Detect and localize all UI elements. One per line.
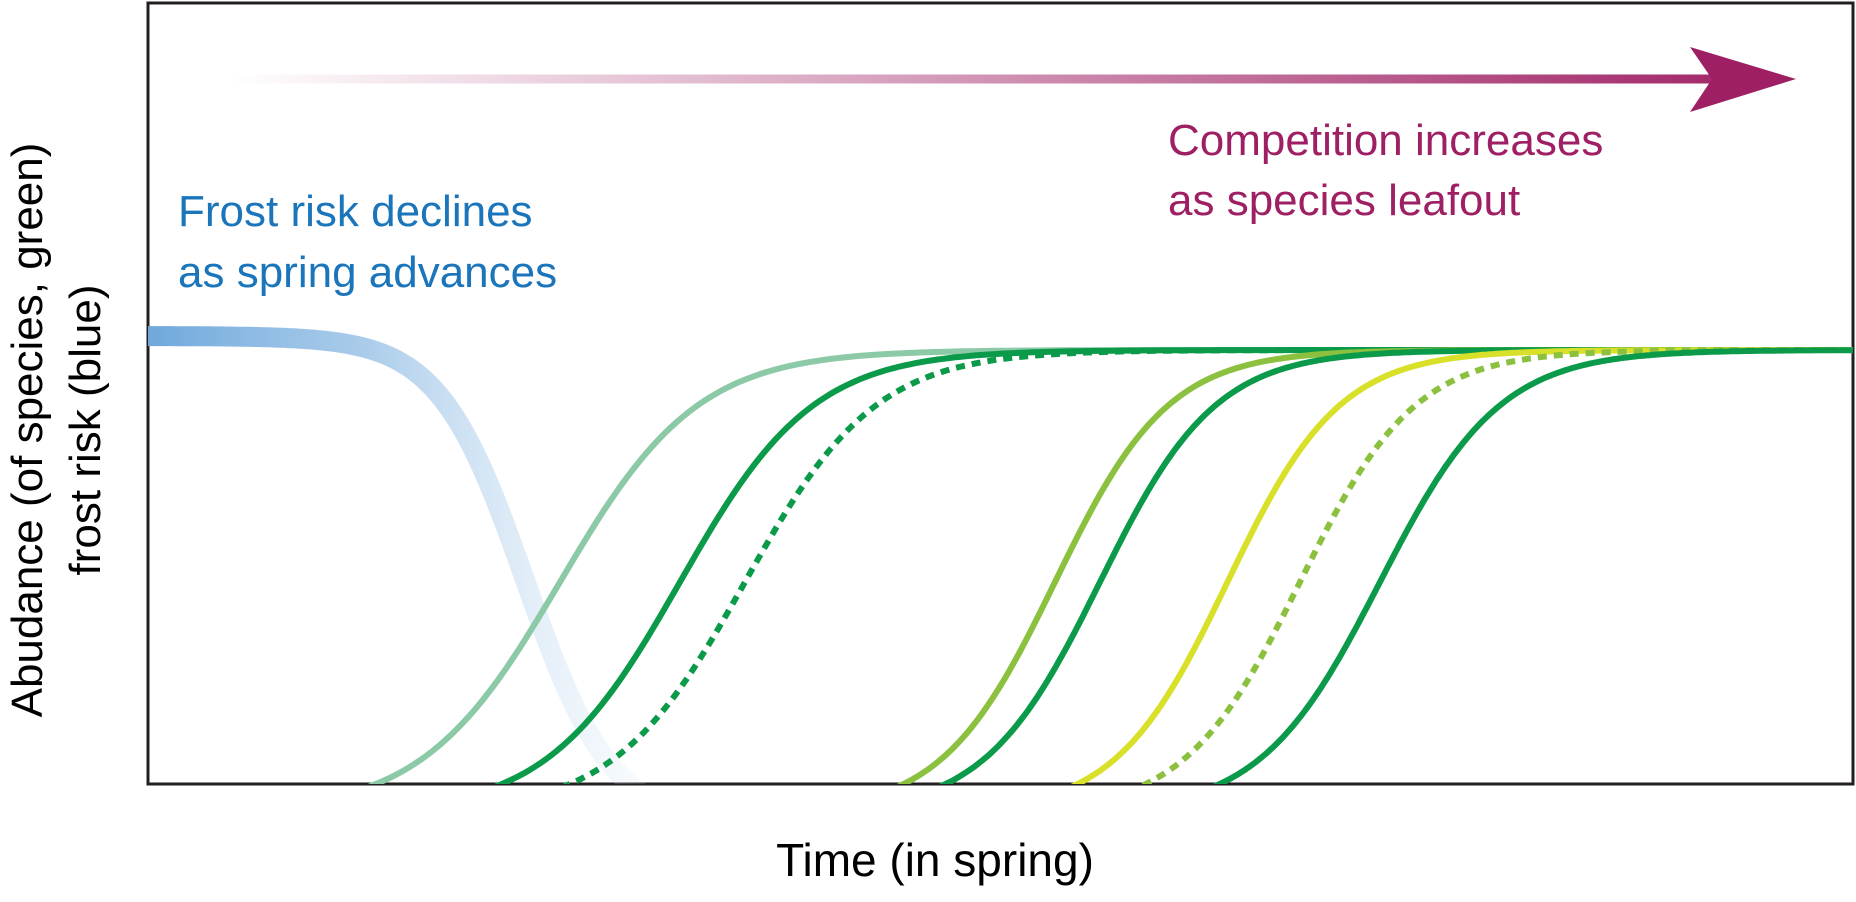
curves-group <box>148 326 1853 784</box>
plot-frame <box>146 1 1855 786</box>
species-curve-6 <box>1070 347 1853 784</box>
frost-annotation: Frost risk declines as spring advances <box>178 187 557 297</box>
competition-arrow <box>230 47 1796 112</box>
species-curve-8 <box>1212 347 1853 784</box>
species-curve-1 <box>367 347 1853 784</box>
species-curve-2 <box>493 347 1853 784</box>
species-curve-7 <box>1138 347 1853 784</box>
frost-annotation-line2: as spring advances <box>178 248 557 297</box>
frost-annotation-line1: Frost risk declines <box>178 187 533 236</box>
species-curve-5 <box>938 347 1853 784</box>
y-axis-label-line2: frost risk (blue) <box>61 285 110 576</box>
x-axis-label: Time (in spring) <box>776 834 1094 886</box>
species-curve-4 <box>896 347 1853 784</box>
competition-annotation-line1: Competition increases <box>1168 116 1603 165</box>
y-axis-label-line1: Abudance (of species, green) <box>3 143 52 718</box>
frost-risk-curve <box>148 326 646 784</box>
competition-annotation: Competition increases as species leafout <box>1168 116 1603 225</box>
competition-annotation-line2: as species leafout <box>1168 176 1520 225</box>
y-axis-label: Abudance (of species, green) frost risk … <box>3 143 110 718</box>
